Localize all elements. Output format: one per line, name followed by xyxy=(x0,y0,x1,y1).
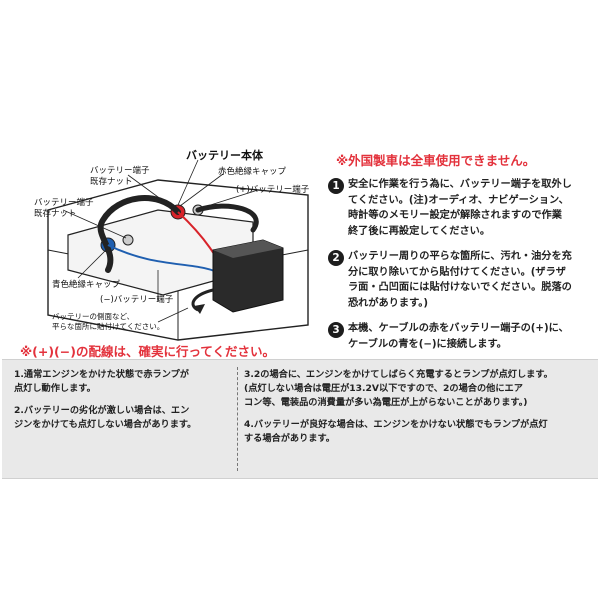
step-number: 1 xyxy=(328,178,344,194)
leader-top-nut xyxy=(127,174,174,209)
leader-plus xyxy=(200,189,259,209)
step-number: 2 xyxy=(328,250,344,266)
label-red-cap: 赤色絶縁キャップ xyxy=(218,167,287,177)
step-line: てください。(注)オーディオ、ナビゲーション、 xyxy=(348,194,569,206)
step-3: 3 本機、ケーブルの赤をバッテリー端子の(+)に、 ケーブルの青を(−)に接続し… xyxy=(328,321,596,352)
note-line: 3.2の場合に、エンジンをかけてしばらく充電するとランプが点灯します。 xyxy=(244,369,553,380)
label-side-note-1: バッテリーの側面など、 xyxy=(52,312,135,321)
engine-bay-outline xyxy=(47,179,309,341)
note-line: 点灯し動作します。 xyxy=(14,383,96,394)
note-4: 4.バッテリーが良好な場合は、エンジンをかけない状態でもランプが点灯 する場合が… xyxy=(244,418,594,446)
leader-battery-body xyxy=(177,159,199,206)
battery-installation-diagram: バッテリー本体 赤色絶縁キャップ バッテリー端子 既存ナット (+)バッテリー端… xyxy=(8,140,328,375)
placement-arrow-head xyxy=(194,304,205,314)
wiring-warning: ※(+)(−)の配線は、確実に行ってください。 xyxy=(20,344,275,359)
note-line: 1.通常エンジンをかけた状態で赤ランプが xyxy=(14,369,189,380)
cable-thick xyxy=(97,195,181,273)
step-1: 1 安全に作業を行う為に、バッテリー端子を取外し てください。(注)オーディオ、… xyxy=(328,177,596,239)
label-left-nut-2: 既存ナット xyxy=(34,209,77,219)
note-line: する場合があります。 xyxy=(244,433,335,444)
label-top-nut-1: バッテリー端子 xyxy=(90,166,150,176)
note-line: コン等、電装品の消費量が多い為電圧が上がらないことがあります。) xyxy=(244,397,528,408)
step-line: 終了後に再設定してください。 xyxy=(348,225,491,237)
step-line: 分に取り除いてから貼付けてください。(ザラザ xyxy=(348,266,566,278)
label-battery-body: バッテリー本体 xyxy=(186,149,263,162)
foreign-car-warning: ※外国製車は全車使用できません。 xyxy=(336,153,536,168)
battery-illustration xyxy=(47,159,309,341)
label-left-nut-1: バッテリー端子 xyxy=(34,198,94,208)
note-line: (点灯しない場合は電圧が13.2V以下ですので、2の場合の他にエア xyxy=(244,383,523,394)
step-line: バッテリー周りの平らな箇所に、汚れ・油分を充 xyxy=(348,251,572,262)
step-line: 時計等のメモリー設定が解除されますので作業 xyxy=(348,210,562,221)
device-top xyxy=(213,240,283,258)
note-1: 1.通常エンジンをかけた状態で赤ランプが 点灯し動作します。 xyxy=(14,368,234,396)
step-line: 恐れがあります。) xyxy=(348,297,429,309)
minus-terminal-nut xyxy=(122,234,134,246)
note-line: 4.バッテリーが良好な場合は、エンジンをかけない状態でもランプが点灯 xyxy=(244,419,548,430)
step-text: 安全に作業を行う為に、バッテリー端子を取外し てください。(注)オーディオ、ナビ… xyxy=(348,177,572,239)
step-line: ラ面・凸凹面には貼付けないでください。脱落の xyxy=(348,282,572,293)
label-side-note-2: 平らな箇所に貼付けてください。 xyxy=(52,322,165,331)
step-2: 2 バッテリー周りの平らな箇所に、汚れ・油分を充 分に取り除いてから貼付けてくだ… xyxy=(328,249,596,311)
notes-divider xyxy=(237,367,238,471)
step-line: 安全に作業を行う為に、バッテリー端子を取外し xyxy=(348,179,572,190)
note-3: 3.2の場合に、エンジンをかけてしばらく充電するとランプが点灯します。 (点灯し… xyxy=(244,368,594,410)
note-line: 2.バッテリーの劣化が激しい場合は、エン xyxy=(14,405,190,416)
label-plus-terminal: (+)バッテリー端子 xyxy=(236,185,310,195)
cable-thick-right xyxy=(195,203,259,233)
step-line: ケーブルの青を(−)に接続します。 xyxy=(348,338,507,350)
leader-blue-cap xyxy=(77,249,107,279)
step-text: バッテリー周りの平らな箇所に、汚れ・油分を充 分に取り除いてから貼付けてください… xyxy=(348,249,572,311)
leader-side-note xyxy=(157,307,189,323)
notes-panel: 1.通常エンジンをかけた状態で赤ランプが 点灯し動作します。 2.バッテリーの劣… xyxy=(2,359,598,479)
label-top-nut-2: 既存ナット xyxy=(90,177,133,187)
label-minus-terminal: (−)バッテリー端子 xyxy=(100,295,174,305)
step-text: 本機、ケーブルの赤をバッテリー端子の(+)に、 ケーブルの青を(−)に接続します… xyxy=(348,321,569,352)
leader-left-nut xyxy=(62,209,127,239)
note-2: 2.バッテリーの劣化が激しい場合は、エン ジンをかけても点灯しない場合があります… xyxy=(14,404,234,432)
step-line: 本機、ケーブルの赤をバッテリー端子の(+)に、 xyxy=(348,323,569,334)
step-number: 3 xyxy=(328,322,344,338)
note-line: ジンをかけても点灯しない場合があります。 xyxy=(14,419,197,430)
leader-red-cap xyxy=(179,173,224,207)
label-blue-cap: 青色絶縁キャップ xyxy=(52,280,121,290)
